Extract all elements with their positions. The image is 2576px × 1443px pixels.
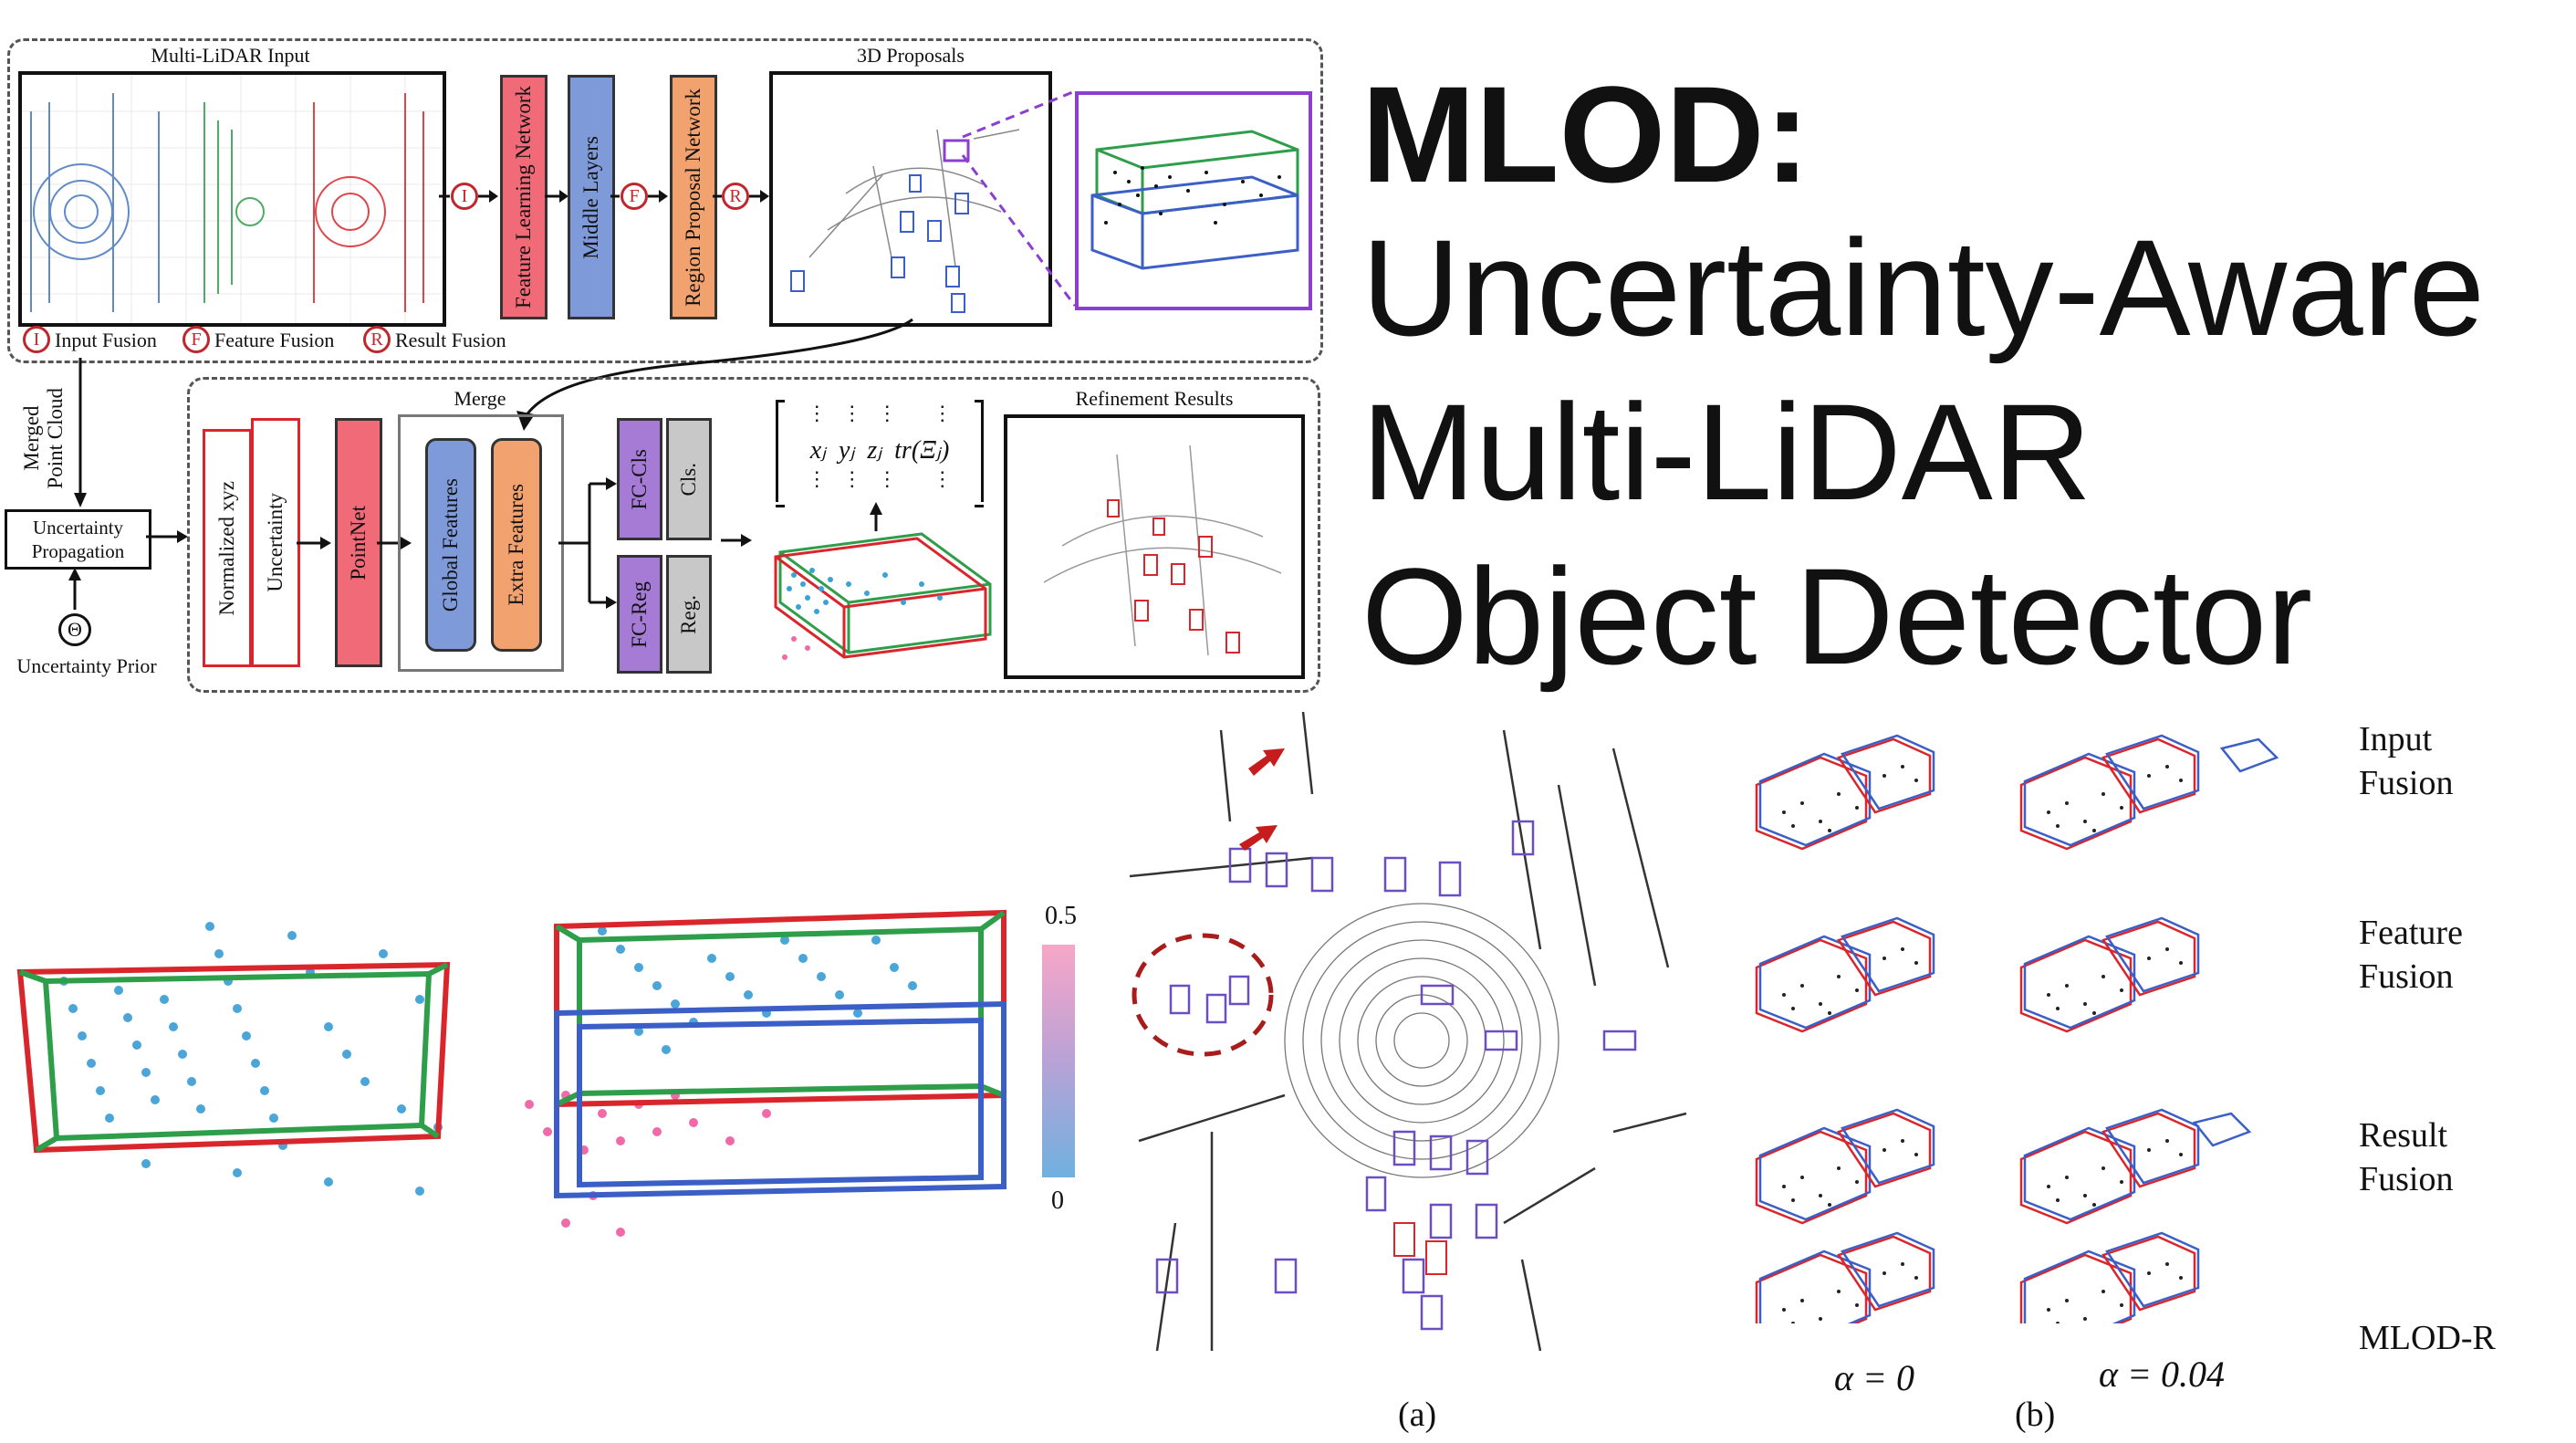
alpha-0-label: α = 0: [1834, 1357, 1914, 1398]
label-input-1: Input: [2359, 720, 2433, 758]
bounding-box-vis-2: [525, 909, 1006, 1237]
caption-b: (b): [2015, 1396, 2056, 1434]
up-arrow-icon: [870, 502, 882, 531]
split-arrows: [558, 477, 617, 609]
cls-output-block: Cls.: [666, 418, 712, 540]
input-fusion-legend-badge: I: [23, 326, 50, 353]
proposals-3d-label: 3D Proposals: [857, 44, 965, 67]
matrix-row: xⱼ yⱼ zⱼ tr(Ξⱼ): [809, 436, 950, 465]
bounding-box-vis-1: [16, 922, 451, 1196]
label-feature-1: Feature: [2359, 914, 2463, 952]
arrow-icon: [610, 194, 620, 198]
fusion-row-result: [1755, 1108, 2252, 1225]
region-proposal-network-block: Region Proposal Network: [670, 75, 717, 319]
label-feature-2: Fusion: [2359, 957, 2454, 996]
legend-feature-fusion: Feature Fusion: [214, 329, 335, 351]
arrow-icon: [146, 530, 188, 543]
arrow-icon: [749, 190, 769, 203]
title-line-2: Uncertainty-Aware: [1361, 211, 2486, 364]
colorbar-min: 0: [1051, 1187, 1064, 1215]
fusion-row-input: [1755, 734, 2279, 851]
reg-output-block: Reg.: [666, 555, 712, 674]
arrow-icon: [713, 194, 722, 198]
fc-cls-block: FC-Cls: [617, 418, 662, 540]
feature-fusion-badge: F: [621, 183, 648, 210]
multi-lidar-input-image: [18, 71, 446, 327]
refinement-results-label: Refinement Results: [1075, 387, 1234, 410]
refined-box-graphic: [774, 532, 992, 660]
result-fusion-badge: R: [722, 183, 749, 210]
lidar-map-figure: [1121, 712, 1723, 1369]
pointer-arrows: [1239, 748, 1285, 851]
feature-learning-network-block: Feature Learning Network: [500, 75, 548, 319]
proposals-scene-graphic: [790, 129, 1020, 313]
fusion-row-feature: [1755, 916, 2200, 1033]
arrow-icon: [545, 190, 568, 203]
pipeline-top-frame: [7, 38, 1323, 363]
alpha-004-label: α = 0.04: [2099, 1354, 2225, 1395]
normalized-xyz-block: Normalized xyz: [203, 429, 252, 667]
label-input-2: Fusion: [2359, 764, 2454, 802]
arrow-icon: [439, 194, 450, 198]
title-line-4: Object Detector: [1361, 539, 2313, 693]
arrow-icon: [297, 537, 331, 549]
zoom-box: [943, 139, 970, 162]
arrow-icon: [721, 534, 752, 547]
label-mlod-r: MLOD-R: [2359, 1319, 2496, 1357]
lidar-scan-graphic: [22, 75, 443, 323]
title-line-1: MLOD:: [1361, 58, 1810, 211]
fc-reg-block: FC-Reg: [617, 555, 662, 674]
zoomed-proposal-image: [1075, 91, 1312, 310]
colorbar: [1042, 945, 1075, 1177]
global-features-block: Global Features: [425, 438, 476, 652]
title-line-3: Multi-LiDAR: [1361, 375, 2092, 528]
caption-a: (a): [1398, 1396, 1437, 1434]
legend-result-fusion: Result Fusion: [395, 329, 506, 351]
fusion-row-mlod-r: [1755, 1231, 2200, 1323]
zoom-connector: [961, 89, 1077, 307]
multi-lidar-input-label: Multi-LiDAR Input: [151, 44, 310, 67]
uncertainty-prior-node: Θ: [58, 613, 91, 646]
uncertainty-matrix: ⋮ ⋮ ⋮ ⋮ xⱼ yⱼ zⱼ tr(Ξⱼ) ⋮ ⋮ ⋮ ⋮: [776, 400, 984, 507]
legend-input-fusion: Input Fusion: [55, 329, 157, 351]
feature-fusion-legend-badge: F: [183, 326, 210, 353]
pointnet-block: PointNet: [335, 418, 382, 667]
zoomed-box-graphic: [1090, 130, 1299, 270]
uncertainty-prior-label: Uncertainty Prior: [16, 654, 157, 677]
result-fusion-legend-badge: R: [363, 326, 391, 353]
label-result-2: Fusion: [2359, 1160, 2454, 1198]
uncertainty-block: Uncertainty: [251, 418, 300, 667]
matrix-vdots-top: ⋮ ⋮ ⋮ ⋮: [807, 402, 953, 424]
arrow-icon: [648, 190, 668, 203]
down-arrow-icon: [74, 358, 87, 507]
input-fusion-badge: I: [451, 183, 478, 210]
refinement-results-image: [1004, 414, 1305, 679]
label-result-1: Result: [2359, 1116, 2448, 1155]
proposals-3d-image: [769, 71, 1052, 327]
lidar-map-graphic: [1129, 712, 1687, 1352]
uncertainty-propagation-block: Uncertainty Propagation: [5, 509, 151, 570]
middle-layers-block: Middle Layers: [568, 75, 615, 319]
refinement-scene-graphic: [1043, 444, 1282, 656]
highlight-circle: [1132, 933, 1274, 1057]
arrow-icon: [478, 190, 498, 203]
merge-label: Merge: [454, 387, 506, 410]
pipeline-bottom-frame: [187, 377, 1320, 693]
fusion-comparison-grid: [1755, 734, 2279, 1323]
colorbar-max: 0.5: [1045, 902, 1077, 930]
extra-features-block: Extra Features: [491, 438, 542, 652]
matrix-vdots-bottom: ⋮ ⋮ ⋮ ⋮: [807, 467, 953, 490]
up-arrow-icon: [68, 568, 81, 610]
